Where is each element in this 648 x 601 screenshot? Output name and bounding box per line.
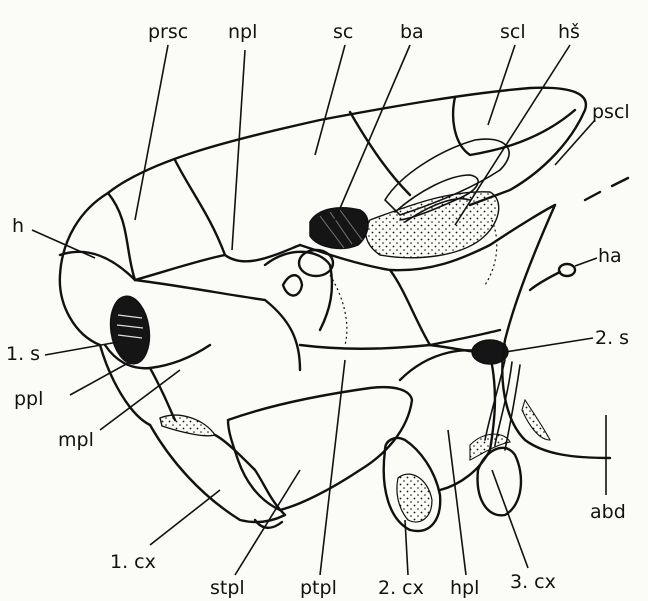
coxa-3	[478, 448, 521, 516]
small-sclerite-2	[283, 275, 302, 295]
leader-ppl	[70, 362, 130, 395]
coxa1-stipple	[160, 415, 215, 436]
abdomen-dash	[585, 178, 628, 200]
basalare-dark	[310, 208, 368, 249]
humerus-line	[60, 252, 135, 280]
leader-1cx	[150, 490, 220, 545]
label-ba: ba	[400, 21, 424, 43]
label-ha: ha	[598, 245, 622, 267]
abdomen-outline	[502, 205, 610, 458]
leader-npl	[232, 50, 245, 250]
label-sc: sc	[333, 21, 353, 43]
scutellum-line	[453, 97, 575, 155]
label-stpl: stpl	[210, 577, 245, 599]
label-1s: 1. s	[6, 343, 40, 365]
leader-scl	[488, 45, 515, 125]
label-2cx: 2. cx	[378, 577, 424, 599]
anepimeron	[390, 270, 500, 345]
leader-prsc	[135, 45, 168, 220]
coxa-1	[150, 425, 285, 522]
label-prsc: prsc	[148, 21, 188, 43]
leader-ha	[575, 258, 597, 266]
thorax-outline	[108, 88, 586, 205]
halter-stalk	[530, 272, 560, 290]
npl-lower	[135, 255, 225, 280]
label-scl: scl	[500, 21, 526, 43]
label-2s: 2. s	[595, 327, 629, 349]
label-ppl: ppl	[14, 388, 43, 410]
leader-hpl	[448, 430, 466, 575]
scutum-sulcus	[350, 112, 410, 195]
leader-3cx	[492, 470, 528, 568]
label-3cx: 3. cx	[510, 571, 556, 593]
label-1cx: 1. cx	[110, 551, 156, 573]
coxa-2-stipple	[397, 474, 432, 522]
hypopleuron	[400, 350, 495, 490]
label-npl: npl	[228, 21, 257, 43]
label-h: h	[12, 215, 24, 237]
leg-stipple-strip	[522, 400, 550, 440]
leader-stpl	[235, 470, 300, 575]
label-pscl: pscl	[592, 101, 630, 123]
leader-ptpl	[320, 360, 345, 575]
label-ptpl: ptpl	[300, 577, 337, 599]
label-hs: hš	[558, 21, 580, 43]
label-hpl: hpl	[450, 577, 479, 599]
leader-hs	[455, 45, 570, 225]
mesopleuron-border	[135, 280, 300, 370]
leader-ba	[335, 45, 410, 220]
leader-sc	[315, 45, 345, 155]
halter-knob	[559, 264, 575, 276]
label-abd: abd	[590, 501, 626, 523]
leader-2s	[505, 338, 593, 352]
label-mpl: mpl	[58, 429, 94, 451]
